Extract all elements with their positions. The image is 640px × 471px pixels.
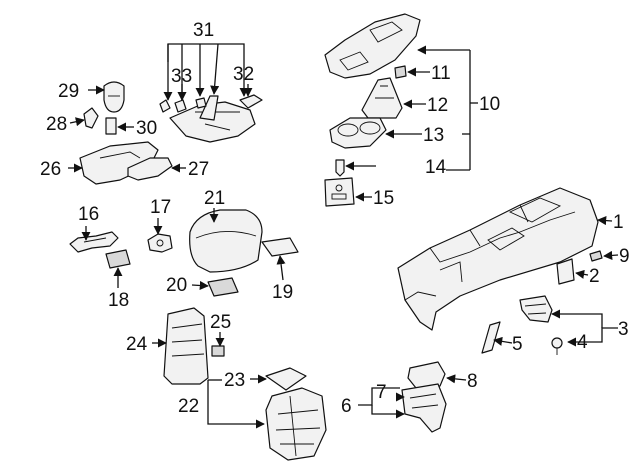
callout-1: 1 — [613, 212, 624, 233]
shift-boot-part — [361, 77, 403, 119]
callout-9: 9 — [619, 246, 630, 267]
shift-knob-part — [103, 81, 125, 113]
callout-29: 29 — [58, 81, 79, 102]
callout-3: 3 — [618, 319, 629, 340]
lower-bracket-part — [401, 383, 447, 433]
upper-bracket-part — [407, 361, 446, 389]
socket-part — [147, 233, 173, 253]
storage-liner-part — [265, 367, 307, 391]
callout-10: 10 — [479, 94, 500, 115]
callout-28: 28 — [46, 114, 67, 135]
callout-16: 16 — [78, 204, 99, 225]
bracket-part — [556, 258, 575, 285]
callout-31: 31 — [193, 20, 214, 41]
callout-6: 6 — [341, 396, 352, 417]
leader-lines — [68, 43, 619, 429]
rear-clip-part — [211, 345, 225, 357]
callout-17: 17 — [150, 197, 171, 218]
console-body-part — [397, 187, 599, 331]
cup-holder-part — [329, 117, 387, 149]
callout-12: 12 — [427, 95, 448, 116]
callout-13: 13 — [423, 125, 444, 146]
connector-part — [105, 249, 131, 269]
callout-26: 26 — [40, 159, 61, 180]
switch-panel-part — [324, 177, 355, 207]
bulb-part — [335, 159, 345, 177]
hinge-part — [207, 277, 239, 297]
upper-console-cover-part — [324, 13, 421, 79]
callout-11: 11 — [431, 63, 451, 84]
armrest-lid-part — [189, 209, 263, 273]
sensor-cable-part — [69, 231, 119, 253]
callout-labels: 1 9 2 3 4 5 8 7 6 10 11 12 13 14 15 31 3… — [40, 20, 630, 417]
callout-21: 21 — [204, 188, 225, 209]
callout-8: 8 — [467, 371, 478, 392]
callout-4: 4 — [577, 332, 588, 353]
insert-part — [83, 107, 99, 129]
callout-30: 30 — [136, 118, 157, 139]
callout-23: 23 — [224, 370, 245, 391]
callout-25: 25 — [210, 312, 231, 333]
sleeve-part — [105, 117, 117, 135]
callout-19: 19 — [272, 282, 293, 303]
callout-5: 5 — [512, 334, 523, 355]
callout-20: 20 — [166, 275, 187, 296]
callout-27: 27 — [188, 159, 209, 180]
callout-24: 24 — [126, 334, 148, 355]
callout-2: 2 — [589, 266, 600, 287]
clip-part — [589, 250, 603, 262]
console-plate-part — [127, 157, 173, 181]
storage-bin-part — [265, 387, 327, 461]
switch-part — [394, 65, 407, 79]
callout-7: 7 — [376, 382, 387, 403]
side-trim-part — [481, 321, 501, 354]
armrest-pad-part — [261, 237, 299, 257]
rear-panel-part — [163, 307, 209, 385]
callout-14: 14 — [425, 157, 447, 178]
callout-22: 22 — [178, 396, 199, 417]
screw-part — [551, 337, 563, 355]
shifter-assembly-part — [159, 94, 263, 143]
callout-15: 15 — [373, 188, 394, 209]
callout-32: 32 — [233, 64, 254, 85]
callout-18: 18 — [108, 290, 129, 311]
mount-bracket-part — [519, 295, 553, 323]
callout-33: 33 — [171, 66, 192, 87]
